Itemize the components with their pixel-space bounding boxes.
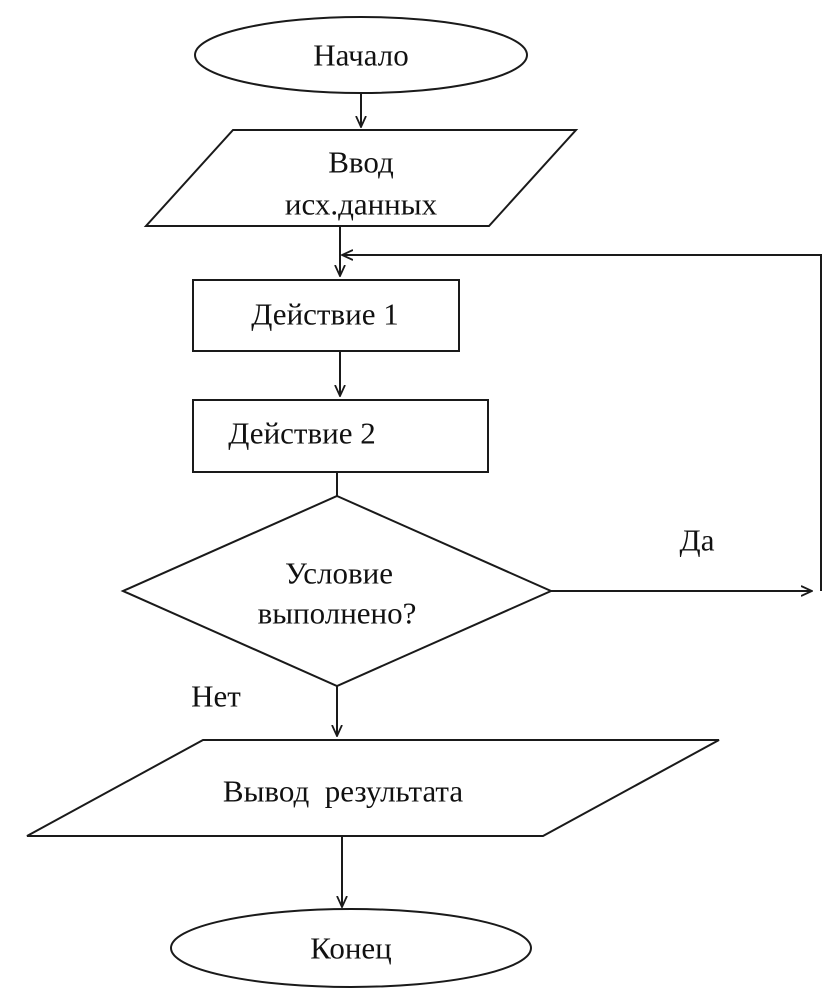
condition-decision: Условие выполнено? <box>120 494 554 688</box>
input-label-line1: Ввод <box>328 145 394 180</box>
output-parallelogram <box>26 739 720 837</box>
start-label: Начало <box>313 38 409 73</box>
action2-label: Действие 2 <box>228 416 375 451</box>
condition-diamond <box>120 494 554 688</box>
input-parallelogram <box>143 129 579 227</box>
output-result-block: Вывод результата <box>26 739 720 837</box>
end-terminator: Конец <box>170 908 532 988</box>
input-label-line2: исх.данных <box>285 187 438 222</box>
action1-label: Действие 1 <box>251 297 398 332</box>
action1-rect <box>192 279 460 352</box>
action2-block: Действие 2 <box>192 399 489 473</box>
output-label: Вывод результата <box>223 774 463 809</box>
condition-label-line1: Условие <box>285 556 393 591</box>
condition-label-line2: выполнено? <box>258 596 417 631</box>
loop-back-line <box>342 255 822 591</box>
action1-block: Действие 1 <box>192 279 460 352</box>
start-terminator: Начало <box>194 16 528 94</box>
input-data-block: Ввод исх.данных <box>143 129 579 227</box>
end-ellipse <box>170 908 532 988</box>
no-label: Нет <box>191 679 241 714</box>
end-label: Конец <box>310 931 392 966</box>
yes-label: Да <box>680 523 715 558</box>
action2-rect <box>192 399 489 473</box>
